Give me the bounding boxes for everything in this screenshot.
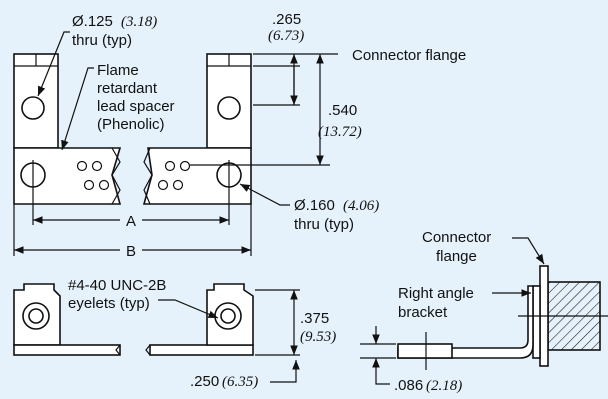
dim-086-metric: (2.18)	[426, 378, 462, 394]
hole-125-metric: (3.18)	[121, 14, 157, 30]
hole-125-left	[21, 96, 45, 120]
side-view	[397, 265, 608, 370]
hole-160-label: Ø.160	[294, 197, 335, 214]
dim-265-label: .265	[272, 11, 301, 28]
connector-side-line-2: flange	[436, 248, 477, 265]
bracket-line-2: bracket	[398, 304, 448, 321]
spacer-line-1: Flame	[97, 62, 139, 79]
bracket-line-1: Right angle	[398, 285, 474, 302]
callout-hole-125: Ø.125 (3.18) thru (typ)	[37, 13, 157, 97]
dimension-b: B	[14, 243, 251, 260]
dim-250-metric: (6.35)	[222, 374, 258, 390]
dimension-086: .086 (2.18)	[360, 326, 462, 394]
dim-b-label: B	[126, 243, 136, 260]
callout-lead-spacer: Flame retardant lead spacer (Phenolic)	[61, 62, 175, 151]
dimension-540: .540 (13.72)	[190, 54, 362, 166]
hole-125-thru: thru (typ)	[72, 32, 132, 49]
callout-connector-flange-side: Connector flange	[422, 229, 545, 265]
left-upright	[13, 53, 59, 149]
dimension-a: A	[33, 213, 229, 230]
right-eyelet	[149, 283, 254, 356]
spacer-base-left	[13, 147, 122, 205]
hole-160-metric: (4.06)	[343, 198, 379, 214]
connector-side-line-1: Connector	[422, 229, 491, 246]
top-view	[13, 53, 252, 256]
callout-connector-flange-top: Connector flange	[352, 47, 466, 64]
spacer-base-right	[142, 147, 252, 205]
dim-265-metric: (6.73)	[268, 28, 304, 44]
dimension-375: .375 (9.53)	[255, 289, 336, 356]
connector-flange-label: Connector flange	[352, 47, 466, 64]
eyelets-line-1: #4-40 UNC-2B	[68, 277, 166, 294]
dim-375-metric: (9.53)	[300, 329, 336, 345]
left-eyelet	[13, 283, 121, 356]
spacer-line-2: retardant	[97, 80, 158, 97]
dimension-250: .250 (6.35)	[190, 360, 300, 390]
hole-125-label: Ø.125	[72, 13, 113, 30]
right-upright	[206, 53, 252, 149]
callout-hole-160: Ø.160 (4.06) thru (typ)	[239, 183, 379, 233]
hole-125-right	[217, 96, 241, 120]
dimension-265: .265 (6.73)	[253, 11, 338, 106]
dim-540-metric: (13.72)	[318, 124, 362, 140]
callout-right-angle-bracket: Right angle bracket	[398, 285, 531, 321]
dim-a-label: A	[126, 213, 136, 230]
spacer-line-3: lead spacer	[97, 98, 175, 115]
dim-086-label: .086	[394, 377, 423, 394]
dim-540-label: .540	[328, 102, 357, 119]
callout-eyelets: #4-40 UNC-2B eyelets (typ)	[68, 277, 219, 319]
hole-160-thru: thru (typ)	[294, 216, 354, 233]
dim-375-label: .375	[300, 310, 329, 327]
bracket-plate	[532, 285, 541, 359]
front-view	[13, 283, 254, 356]
dim-250-label: .250	[190, 373, 219, 390]
spacer-line-4: (Phenolic)	[97, 116, 165, 133]
eyelets-line-2: eyelets (typ)	[68, 295, 150, 312]
